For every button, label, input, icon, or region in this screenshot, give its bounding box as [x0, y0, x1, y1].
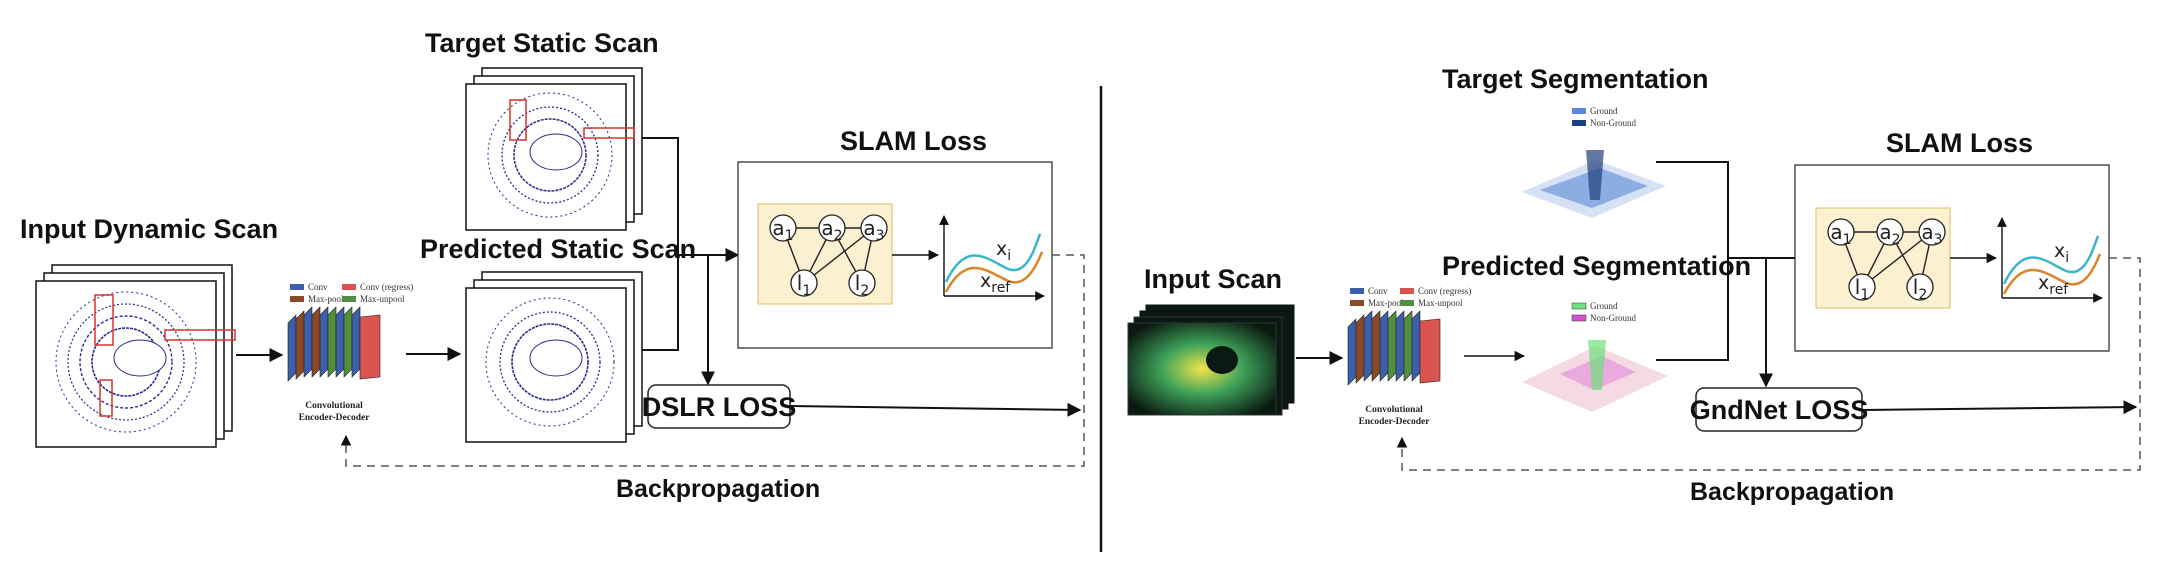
svg-text:Max-unpool: Max-unpool [360, 294, 405, 304]
svg-text:Ground: Ground [1590, 301, 1618, 311]
node-l1: l1 [1855, 275, 1869, 303]
node-a3: a3 [1921, 220, 1942, 248]
predicted-seg-connector [1656, 258, 1729, 361]
target-segmentation-label: Target Segmentation [1442, 64, 1709, 94]
input-dynamic-scan-stack [35, 264, 236, 448]
right-backprop-path [1396, 257, 2141, 471]
right-encoder-decoder-blocks [1347, 310, 1441, 386]
target-static-scan-label: Target Static Scan [425, 28, 659, 58]
dslr-loss-label: DSLR LOSS [642, 392, 797, 422]
right-backprop-label: Backpropagation [1690, 478, 1894, 506]
target-static-scan-stack [465, 67, 643, 231]
predicted-segmentation-image: Ground Non-Ground [1522, 301, 1668, 412]
node-a3: a3 [863, 216, 884, 244]
svg-text:Conv: Conv [1368, 286, 1388, 296]
node-a1: a1 [1830, 220, 1851, 248]
lidar-scan-image [55, 291, 236, 433]
node-l1: l1 [797, 271, 811, 299]
target-seg-connector [1656, 161, 1729, 258]
right-encoder-legend: Conv Conv (regress) Max-pool Max-unpool [1350, 286, 1471, 308]
curve-label-xi: xi [996, 238, 1011, 264]
node-l2: l2 [855, 271, 869, 299]
node-a1: a1 [772, 216, 793, 244]
left-backprop-label: Backpropagation [616, 475, 820, 503]
input-dynamic-scan-label: Input Dynamic Scan [20, 214, 278, 244]
left-slam-loss-label: SLAM Loss [840, 126, 987, 156]
svg-text:Max-unpool: Max-unpool [1418, 298, 1463, 308]
svg-text:Conv (regress): Conv (regress) [1418, 286, 1471, 296]
svg-text:Non-Ground: Non-Ground [1590, 313, 1636, 323]
right-encoder-caption-1: Convolutional [1365, 405, 1423, 415]
right-pose-graph: a1 a2 a3 l1 l2 [1815, 207, 1951, 309]
node-a2: a2 [1879, 220, 1900, 248]
right-encoder-caption-2: Encoder-Decoder [1359, 417, 1431, 427]
curve-label-xi: xi [2054, 240, 2069, 266]
node-l2: l2 [1913, 275, 1927, 303]
svg-text:Non-Ground: Non-Ground [1590, 118, 1636, 128]
svg-text:Conv (regress): Conv (regress) [360, 282, 413, 292]
right-trajectory-plot: xi xref [1997, 217, 2103, 303]
svg-text:Ground: Ground [1590, 106, 1618, 116]
left-encoder-legend: Conv Conv (regress) Max-pool Max-unpool [290, 282, 413, 304]
predicted-static-scan-stack [465, 271, 643, 443]
left-encoder-decoder-blocks [287, 306, 381, 382]
curve-label-xref: xref [2038, 272, 2069, 298]
left-encoder-caption-1: Convolutional [305, 401, 363, 411]
input-scan-stack [1127, 304, 1295, 416]
target-connector [642, 137, 679, 255]
dslr-loss-output-arrow [789, 402, 1082, 417]
input-scan-label: Input Scan [1144, 264, 1282, 294]
curve-label-xref: xref [980, 270, 1011, 296]
svg-text:Conv: Conv [308, 282, 328, 292]
node-a2: a2 [821, 216, 842, 244]
target-segmentation-image: Ground Non-Ground [1522, 106, 1666, 218]
predicted-static-scan-label: Predicted Static Scan [420, 234, 696, 264]
gndnet-loss-label: GndNet LOSS [1690, 395, 1869, 425]
predicted-connector [642, 255, 679, 351]
svg-text:Max-pool: Max-pool [1368, 298, 1404, 308]
left-pose-graph: a1 a2 a3 l1 l2 [757, 203, 893, 305]
left-trajectory-plot: xi xref [939, 215, 1045, 301]
svg-text:Max-pool: Max-pool [308, 294, 344, 304]
left-encoder-caption-2: Encoder-Decoder [299, 413, 371, 423]
predicted-segmentation-label: Predicted Segmentation [1442, 251, 1751, 281]
left-backprop-path [340, 254, 1085, 467]
right-slam-loss-label: SLAM Loss [1886, 128, 2033, 158]
